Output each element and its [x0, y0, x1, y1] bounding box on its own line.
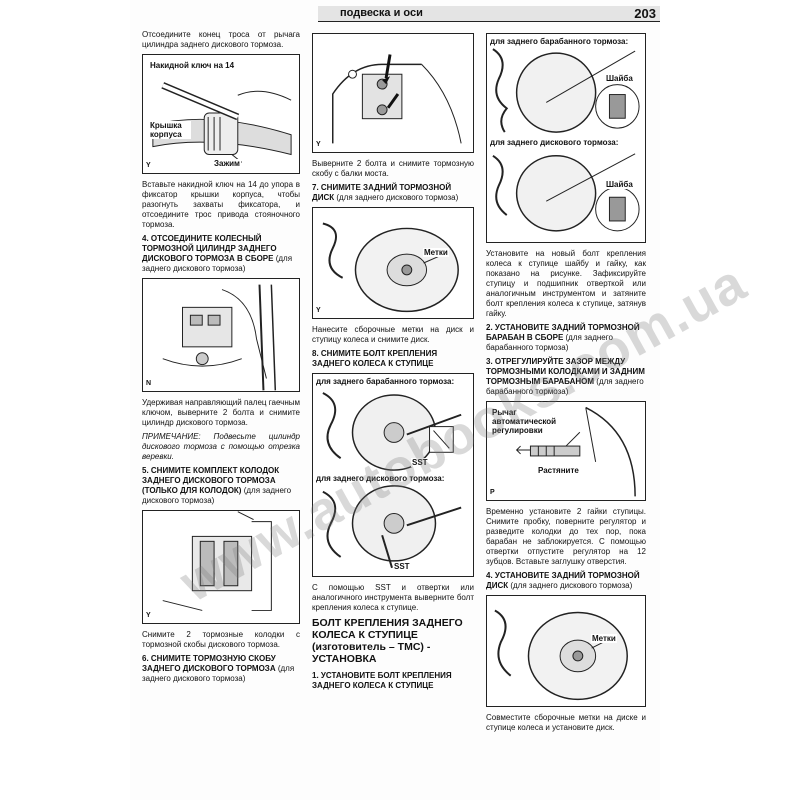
step-heading-1: 1. УСТАНОВИТЕ БОЛТ КРЕПЛЕНИЯ ЗАДНЕГО КОЛ…: [312, 671, 474, 691]
disc-install-illustration: [494, 609, 628, 701]
figure-sst-removal: для заднего барабанного тормоза: SST для…: [312, 373, 474, 577]
label-wrench: Накидной ключ на 14: [149, 61, 236, 70]
caption-disc: для заднего дискового тормоза:: [490, 138, 619, 148]
figure-corner-mark: P: [490, 489, 495, 496]
step-title: 4. ОТСОЕДИНИТЕ КОЛЕСНЫЙ ТОРМОЗНОЙ ЦИЛИНД…: [142, 234, 277, 263]
label-marks: Метки: [591, 634, 617, 643]
figure-disc-marks: Метки Y: [312, 207, 474, 319]
figure-corner-mark: Y: [146, 612, 151, 619]
header-bar: [318, 6, 660, 22]
step-title: 1. УСТАНОВИТЕ БОЛТ КРЕПЛЕНИЯ ЗАДНЕГО КОЛ…: [312, 671, 452, 690]
figure-corner-mark: Y: [316, 141, 321, 148]
step-heading-6: 6. СНИМИТЕ ТОРМОЗНУЮ СКОБУ ЗАДНЕГО ДИСКО…: [142, 654, 300, 684]
label-stretch: Растяните: [537, 466, 580, 475]
paragraph: Установите на новый болт крепления колес…: [486, 249, 646, 318]
figure-corner-mark: N: [146, 380, 152, 387]
step-heading-5: 5. СНИМИТЕ КОМПЛЕКТ КОЛОДОК ЗАДНЕГО ДИСК…: [142, 466, 300, 506]
column-right: для заднего барабанного тормоза: Шайба д…: [486, 30, 646, 737]
paragraph: С помощью SST и отвертки или аналогичног…: [312, 583, 474, 612]
bracket-illustration: [332, 54, 462, 144]
figure-washer: для заднего барабанного тормоза: Шайба д…: [486, 33, 646, 243]
adjuster-illustration: [515, 406, 636, 497]
figure-wrench-cover: Накидной ключ на 14 Крышка корпуса Зажим…: [142, 54, 300, 174]
label-sst: SST: [411, 458, 429, 467]
step-title: 3. ОТРЕГУЛИРУЙТЕ ЗАЗОР МЕЖДУ ТОРМОЗНЫМИ …: [486, 357, 645, 386]
label-washer: Шайба: [605, 180, 634, 189]
label-cover: Крышка корпуса: [149, 121, 191, 139]
wrench-illustration: [152, 82, 292, 163]
step-note: (для заднего дискового тормоза): [510, 581, 633, 590]
step-title: 8. СНИМИТЕ БОЛТ КРЕПЛЕНИЯ ЗАДНЕГО КОЛЕСА…: [312, 349, 438, 368]
figure-disc-install: Метки: [486, 595, 646, 707]
label-lever: Рычаг автоматической регулировки: [491, 408, 565, 435]
step-heading-4: 4. ОТСОЕДИНИТЕ КОЛЕСНЫЙ ТОРМОЗНОЙ ЦИЛИНД…: [142, 234, 300, 274]
step-heading-4: 4. УСТАНОВИТЕ ЗАДНИЙ ТОРМОЗНОЙ ДИСК (для…: [486, 571, 646, 591]
washer-illustration: [492, 48, 640, 232]
step-heading-3: 3. ОТРЕГУЛИРУЙТЕ ЗАЗОР МЕЖДУ ТОРМОЗНЫМИ …: [486, 357, 646, 397]
paragraph: Снимите 2 тормозные колодки с тормозной …: [142, 630, 300, 649]
column-middle: Y Выверните 2 болта и снимите тормозную …: [312, 30, 474, 695]
pads-illustration: [162, 511, 272, 611]
step-note: (для заднего дискового тормоза): [142, 486, 292, 505]
section-title: подвеска и оси: [340, 7, 423, 19]
sst-illustration: [322, 392, 462, 569]
paragraph: Временно установите 2 гайки ступицы. Сни…: [486, 507, 646, 566]
label-washer: Шайба: [605, 74, 634, 83]
label-marks: Метки: [423, 248, 449, 257]
step-note: (для заднего дискового тормоза): [142, 664, 295, 683]
paragraph: Удерживая направляющий палец гаечным клю…: [142, 398, 300, 427]
note: ПРИМЕЧАНИЕ: Подвесьте цилиндр дискового …: [142, 432, 300, 461]
disc-illustration: [322, 222, 459, 313]
step-title: 6. СНИМИТЕ ТОРМОЗНУЮ СКОБУ ЗАДНЕГО ДИСКО…: [142, 654, 276, 673]
paragraph: Совместите сборочные метки на диске и ст…: [486, 713, 646, 732]
step-heading-8: 8. СНИМИТЕ БОЛТ КРЕПЛЕНИЯ ЗАДНЕГО КОЛЕСА…: [312, 349, 474, 369]
figure-corner-mark: Y: [316, 307, 321, 314]
column-left: Отсоедините конец троса от рычага цилинд…: [142, 30, 300, 688]
paragraph: Вставьте накидной ключ на 14 до упора в …: [142, 180, 300, 229]
caption-drum: для заднего барабанного тормоза:: [490, 37, 629, 46]
step-note: (для заднего дискового тормоза): [142, 254, 293, 273]
figure-pads: Y: [142, 510, 300, 624]
step-title: 2. УСТАНОВИТЕ ЗАДНИЙ ТОРМОЗНОЙ БАРАБАН В…: [486, 323, 640, 342]
step-heading-7: 7. СНИМИТЕ ЗАДНИЙ ТОРМОЗНОЙ ДИСК (для за…: [312, 183, 474, 203]
step-heading-2: 2. УСТАНОВИТЕ ЗАДНИЙ ТОРМОЗНОЙ БАРАБАН В…: [486, 323, 646, 353]
paragraph: Выверните 2 болта и снимите тормозную ск…: [312, 159, 474, 178]
page-number: 203: [634, 6, 656, 21]
figure-bracket-bolts: Y: [312, 33, 474, 153]
paragraph: Отсоедините конец троса от рычага цилинд…: [142, 30, 300, 49]
step-title: 7. СНИМИТЕ ЗАДНИЙ ТОРМОЗНОЙ ДИСК: [312, 183, 452, 202]
section-heading: БОЛТ КРЕПЛЕНИЯ ЗАДНЕГО КОЛЕСА К СТУПИЦЕ …: [312, 617, 463, 665]
page-header: подвеска и оси 203: [130, 6, 660, 24]
step-note: (для заднего барабанного тормоза): [486, 377, 644, 396]
step-note: (для заднего дискового тормоза): [336, 193, 459, 202]
paragraph: Нанесите сборочные метки на диск и ступи…: [312, 325, 474, 344]
step-note: (для заднего барабанного тормоза): [486, 333, 613, 352]
label-clamp: Зажим: [213, 159, 241, 168]
figure-caliper: N: [142, 278, 300, 392]
step-title: 5. СНИМИТЕ КОМПЛЕКТ КОЛОДОК ЗАДНЕГО ДИСК…: [142, 466, 280, 495]
figure-adjuster: Рычаг автоматической регулировки Растяни…: [486, 401, 646, 501]
caliper-illustration: [162, 284, 277, 391]
label-sst: SST: [393, 562, 411, 571]
figure-corner-mark: Y: [146, 162, 151, 169]
caption-disc: для заднего дискового тормоза:: [316, 474, 445, 484]
step-title: 4. УСТАНОВИТЕ ЗАДНИЙ ТОРМОЗНОЙ ДИСК: [486, 571, 640, 590]
caption-drum: для заднего барабанного тормоза:: [316, 377, 455, 386]
